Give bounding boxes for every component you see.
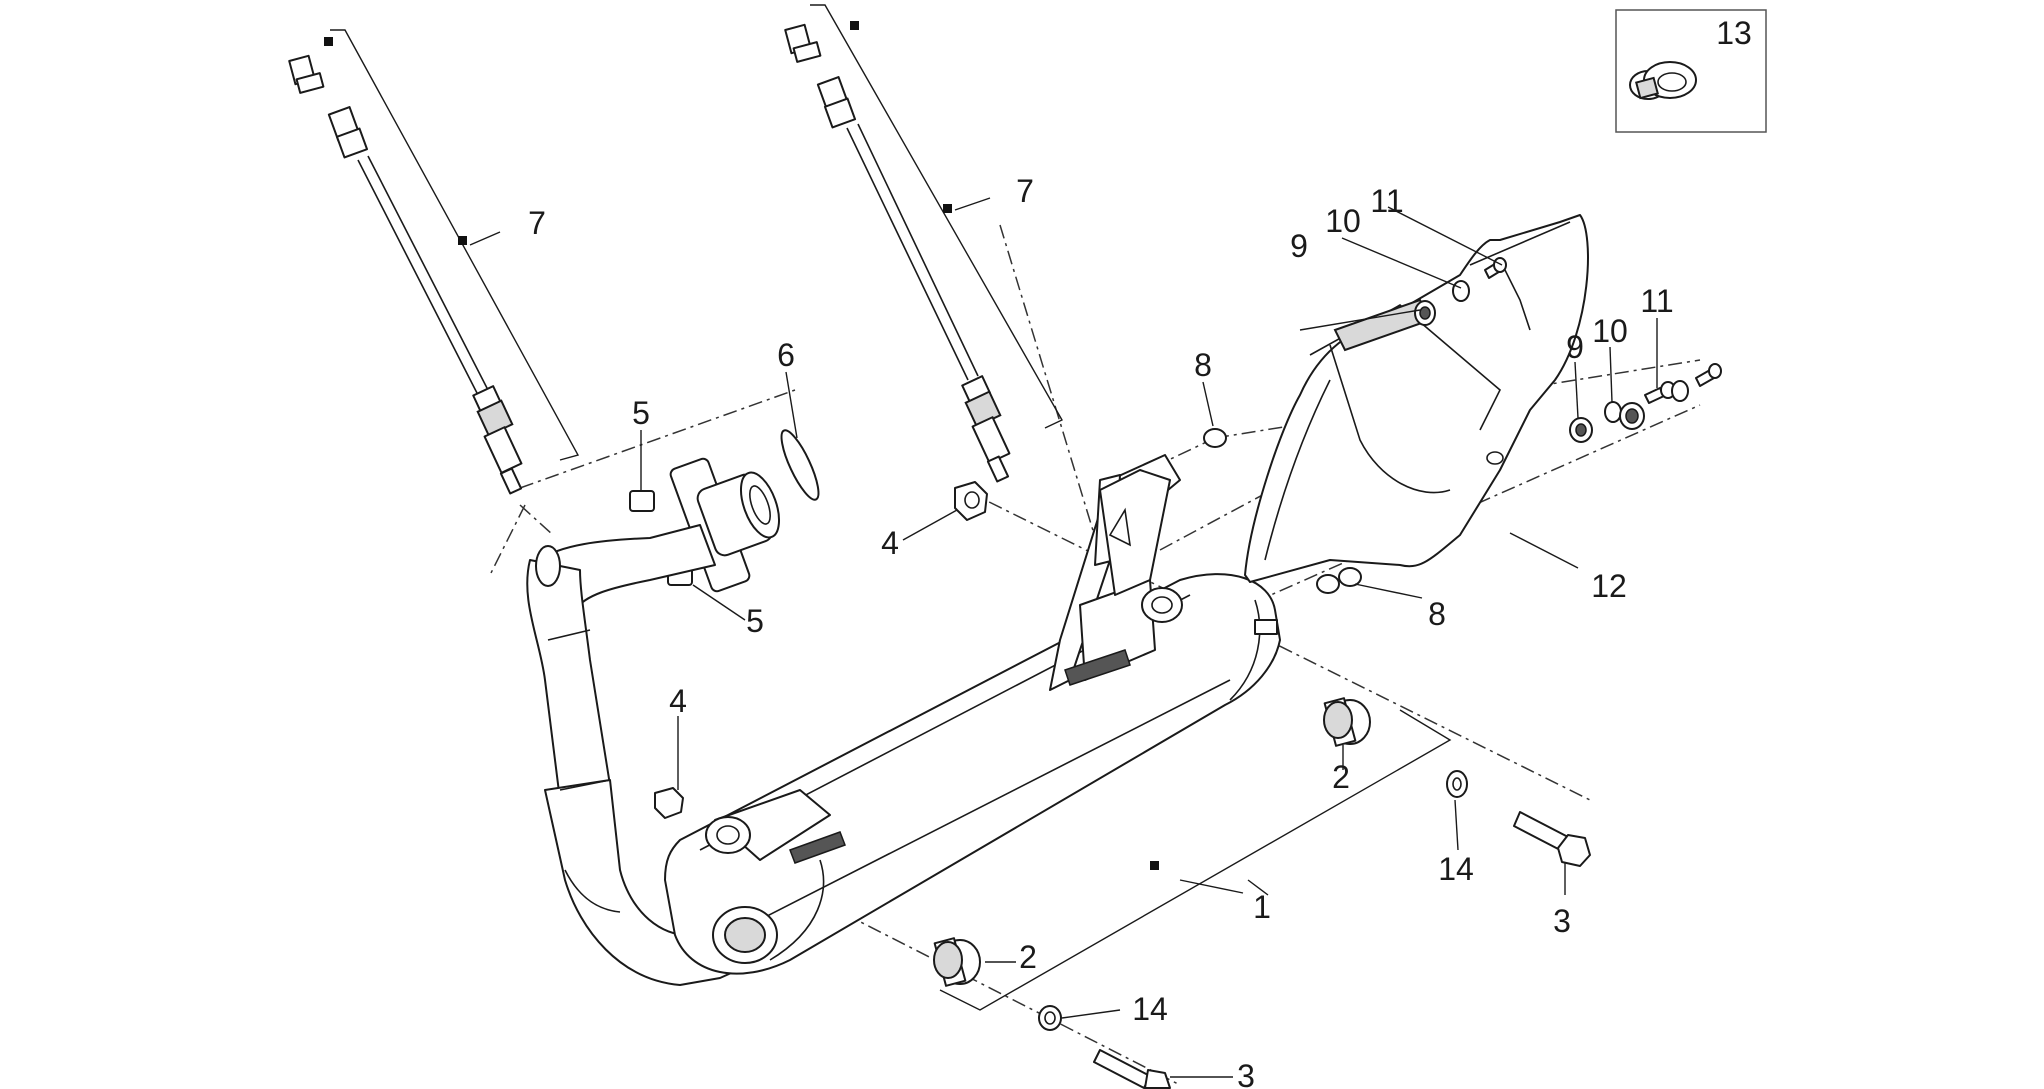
callout-14-rear: 14: [1438, 851, 1474, 887]
washer-rear: [1446, 770, 1468, 798]
callout-5-lower: 5: [746, 603, 764, 639]
inset-box-13: [1615, 9, 1767, 133]
callout-11-lower: 11: [1640, 283, 1673, 319]
exhaust-flange: [669, 457, 781, 593]
callout-7-right: 7: [1016, 173, 1034, 209]
callout-2-rear: 2: [1332, 759, 1350, 795]
oxygen-sensor-right: [784, 21, 1011, 483]
nut-upper: [954, 481, 988, 521]
muffler-bracket-front: [705, 789, 846, 864]
leader-lines: [640, 206, 1658, 1078]
callout-3-rear: 3: [1553, 903, 1571, 939]
support-bracket: [1099, 469, 1171, 596]
callout-6: 6: [777, 337, 795, 373]
hose-clamp-part: [1629, 61, 1697, 100]
callout-10-upper: 10: [1325, 203, 1361, 239]
marker-square: [1150, 861, 1159, 870]
callout-9-upper: 9: [1290, 228, 1308, 264]
nut-lower: [654, 787, 684, 819]
callout-12: 12: [1591, 568, 1627, 604]
flange-gasket: [780, 429, 820, 501]
silent-block-rear: [1323, 697, 1371, 747]
callout-4-lower: 4: [669, 683, 687, 719]
callout-5-upper: 5: [632, 395, 650, 431]
oxygen-sensor-left: [288, 37, 523, 495]
marker-square: [324, 37, 333, 46]
washer-front: [1038, 1005, 1062, 1031]
callout-3-front: 3: [1237, 1058, 1255, 1089]
callout-11-upper: 11: [1370, 183, 1403, 219]
shield-grommets-8: [1203, 428, 1362, 594]
silent-block-front: [933, 937, 981, 987]
bolt-rear: [1513, 811, 1591, 867]
callout-9-lower: 9: [1566, 329, 1584, 365]
shield-bushings-9: [1414, 300, 1593, 443]
bolt-front: [1093, 1049, 1171, 1089]
callout-7-left: 7: [528, 205, 546, 241]
callout-labels: 1 2 2 3 3 4 4 5 5 6 7 7 8 8 9 9 10 10 11…: [528, 15, 1752, 1089]
shield-screws-11: [1484, 257, 1722, 430]
callout-4-upper: 4: [881, 525, 899, 561]
callout-10-lower: 10: [1592, 313, 1628, 349]
muffler-body: [664, 573, 1281, 975]
callout-1: 1: [1253, 889, 1271, 925]
callout-2-front: 2: [1019, 939, 1037, 975]
callout-13: 13: [1716, 15, 1752, 51]
callout-14-front: 14: [1132, 991, 1168, 1027]
callout-8-lower: 8: [1428, 596, 1446, 632]
callout-8-upper: 8: [1194, 347, 1212, 383]
